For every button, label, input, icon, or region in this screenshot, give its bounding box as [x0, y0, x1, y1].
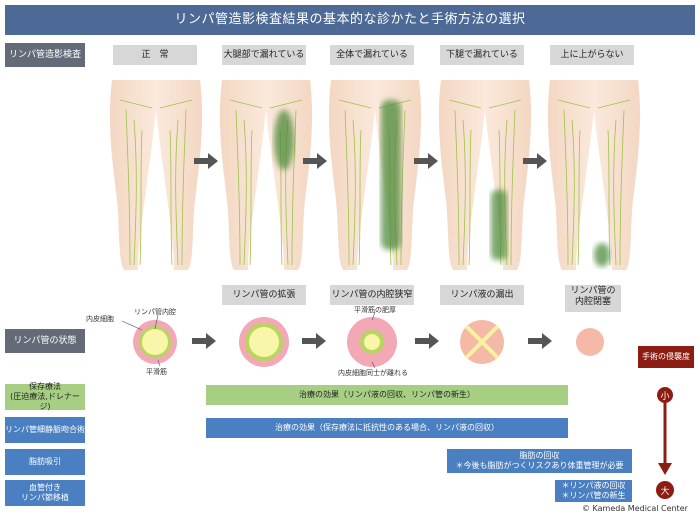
copyright: © Kameda Medical Center — [582, 504, 688, 513]
leg-noflow — [547, 79, 641, 270]
treatment-label-lva: リンパ管細静脈吻合術 — [5, 417, 85, 443]
stage-label-normal: 正 常 — [113, 45, 197, 65]
annotation-endothelial: 内皮細胞 — [86, 315, 114, 323]
page-title: リンパ管造影検査結果の基本的な診かたと手術方法の選択 — [5, 5, 695, 35]
vessel-cross-sections — [121, 311, 604, 369]
treatment-label-liposuction: 脂肪吸引 — [5, 449, 85, 475]
treatment-effect-conservative: 治療の効果（リンパ液の回収、リンパ管の新生） — [206, 385, 568, 405]
treatment-label-conservative: 保存療法 (圧迫療法,ドレナージ) — [5, 382, 85, 411]
invasiveness-label: 手術の侵襲度 — [638, 346, 694, 368]
annotation-endothelial-separated: 内皮細胞同士が離れる — [338, 369, 408, 377]
leg-illustrations — [109, 79, 641, 270]
leg-whole-leak — [328, 79, 422, 270]
state-label-occlusion: リンパ管の 内腔閉塞 — [565, 285, 621, 312]
state-label-stenosis: リンパ管の内腔狭窄 — [330, 285, 414, 305]
stage-label-whole: 全体で漏れている — [330, 45, 414, 65]
stage-label-lowerleg: 下腿で漏れている — [440, 45, 524, 65]
annotation-smooth-muscle: 平滑筋 — [146, 368, 167, 376]
leg-lowerleg-leak — [438, 79, 532, 270]
lymphography-label: リンパ管造影検査 — [5, 43, 85, 67]
stage-label-noflow: 上に上がらない — [550, 45, 634, 65]
treatment-effect-liposuction: 脂肪の回収 ＊今後も脂肪がつくリスクあり体重管理が必要 — [447, 449, 632, 473]
state-label-dilation: リンパ管の拡張 — [222, 285, 306, 305]
invasiveness-arrow — [656, 387, 674, 499]
annotation-smooth-muscle-hyper: 平滑筋の肥厚 — [354, 306, 396, 314]
state-label-leakage: リンパ液の漏出 — [440, 285, 524, 305]
treatment-label-lnt: 血管付き リンパ節移植 — [5, 480, 85, 506]
annotation-lumen: リンパ管内腔 — [134, 308, 176, 316]
invasiveness-large: 大 — [660, 487, 670, 497]
treatment-effect-lva: 治療の効果（保存療法に抵抗性のある場合、リンパ液の回収） — [206, 418, 568, 438]
leg-normal — [109, 79, 203, 270]
leg-thigh-leak — [219, 79, 313, 270]
treatment-effect-lnt: ＊リンパ液の回収 ＊リンパ管の新生 — [555, 480, 632, 502]
invasiveness-small: 小 — [660, 392, 670, 402]
vessel-state-label: リンパ管の状態 — [5, 329, 85, 353]
stage-label-thigh: 大腿部で漏れている — [222, 45, 306, 65]
